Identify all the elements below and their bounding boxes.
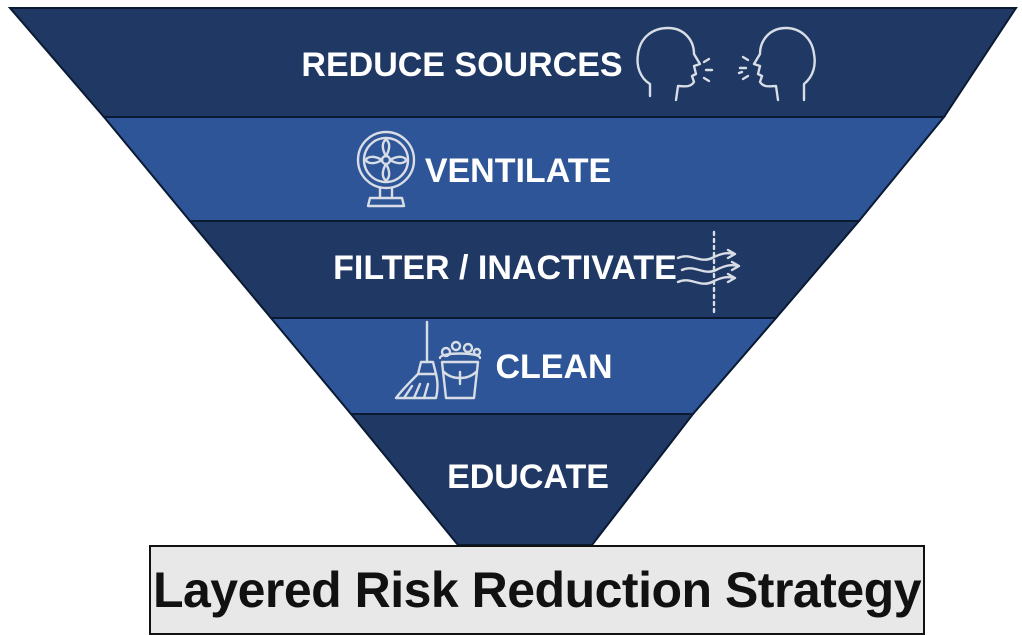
- layer-label-filter-inactivate: FILTER / INACTIVATE: [333, 249, 677, 287]
- two-heads-speaking-icon: [636, 26, 816, 102]
- layer-label-reduce-sources: REDUCE SOURCES: [301, 46, 622, 84]
- layer-label-ventilate: VENTILATE: [425, 152, 611, 190]
- diagram-title: Layered Risk Reduction Strategy: [152, 562, 922, 618]
- layer-label-clean: CLEAN: [495, 348, 612, 386]
- airflow-filter-icon: [676, 230, 741, 314]
- broom-and-bucket-icon: [394, 320, 482, 400]
- caption-box: Layered Risk Reduction Strategy: [149, 545, 925, 635]
- fan-icon: [356, 130, 416, 208]
- layer-label-educate: EDUCATE: [447, 458, 609, 496]
